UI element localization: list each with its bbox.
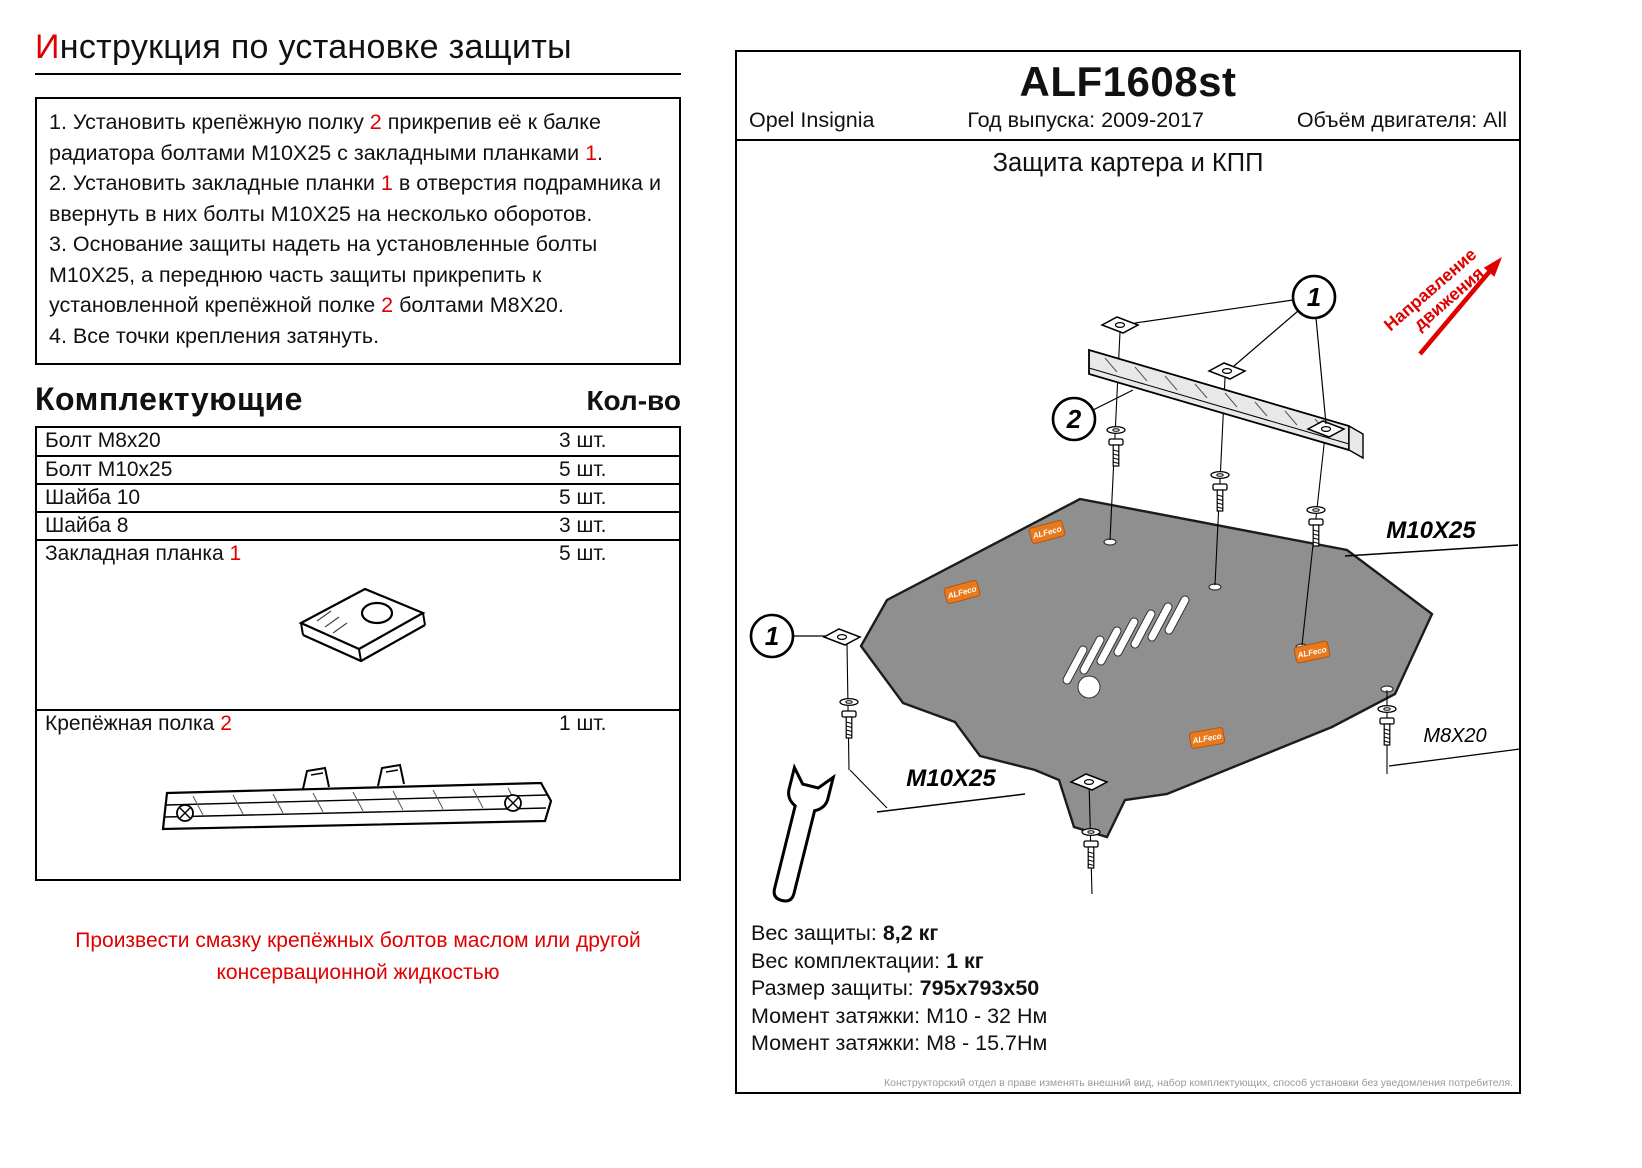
panel-header: ALF1608st Opel Insignia Год выпуска: 200… bbox=[737, 58, 1519, 141]
embed-plate-icon bbox=[823, 628, 861, 646]
brand-tag: ALFeco bbox=[1188, 727, 1226, 749]
components-header-row: Комплектующие Кол-во bbox=[35, 381, 681, 418]
disclaimer-footer: Конструкторский отдел в праве изменять в… bbox=[884, 1077, 1513, 1089]
page-title-first-letter: И bbox=[35, 28, 60, 66]
ref-num: 1 bbox=[585, 140, 598, 165]
mounting-shelf bbox=[1088, 348, 1364, 460]
washer-icon bbox=[1377, 704, 1397, 714]
table-row: Шайба 8 3 шт. bbox=[37, 511, 679, 539]
bolt-icon bbox=[1083, 840, 1099, 869]
table-row: Шайба 10 5 шт. bbox=[37, 483, 679, 511]
bolt-icon bbox=[841, 710, 857, 739]
svg-text:2: 2 bbox=[1066, 404, 1082, 434]
callout-leader-lines bbox=[793, 299, 1327, 637]
drain-hole bbox=[1077, 675, 1101, 699]
instruction-step-2: 2. Установить закладные планки 1 в отвер… bbox=[49, 171, 661, 226]
spec-torque-m8: Момент затяжки:М8 - 15.7Нм bbox=[751, 1031, 1048, 1055]
component-label: Закладная планка 1 bbox=[45, 542, 242, 566]
svg-text:M10X25: M10X25 bbox=[1386, 517, 1476, 544]
spec-torque-m10: Момент затяжки:М10 - 32 Нм bbox=[751, 1003, 1048, 1028]
brand-tag: ALFeco bbox=[943, 580, 981, 604]
svg-text:1: 1 bbox=[765, 621, 779, 651]
ref-num: 1 bbox=[380, 171, 393, 196]
component-qty: 1 шт. bbox=[559, 712, 607, 736]
mounting-shelf-drawing bbox=[37, 741, 679, 847]
product-year: Год выпуска: 2009-2017 bbox=[967, 108, 1204, 132]
product-engine: Объём двигателя: All bbox=[1296, 108, 1507, 132]
ref-num: 2 bbox=[369, 110, 382, 134]
brand-tag: ALFeco bbox=[1028, 520, 1066, 544]
instruction-step-4: 4. Все точки крепления затянуть. bbox=[49, 323, 380, 348]
callout-1-top: 1 bbox=[1291, 274, 1337, 320]
components-table: Болт М8х20 3 шт. Болт М10х25 5 шт. Шайба… bbox=[35, 426, 681, 882]
washer-icon bbox=[1106, 425, 1126, 435]
brand-tag: ALFeco bbox=[1293, 640, 1331, 664]
callout-2: 2 bbox=[1051, 396, 1097, 442]
ref-num: 2 bbox=[220, 712, 232, 736]
installation-instructions: 1. Установить крепёжную полку 2 прикрепи… bbox=[35, 97, 681, 366]
instruction-step-1: 1. Установить крепёжную полку 2 прикрепи… bbox=[49, 110, 604, 165]
component-qty: 5 шт. bbox=[559, 486, 607, 510]
bolt-icon bbox=[1108, 438, 1124, 467]
bolt-icon bbox=[1379, 717, 1395, 746]
title-underline bbox=[35, 73, 681, 75]
component-label: Болт М8х20 bbox=[45, 429, 161, 453]
specs-block: Вес защиты:8,2 кг Вес комплектации:1 кг … bbox=[751, 920, 1047, 1058]
ref-num: 1 bbox=[229, 542, 242, 566]
component-label: Шайба 10 bbox=[45, 486, 141, 510]
embed-plate-icon bbox=[298, 587, 426, 663]
washer-icon bbox=[1210, 470, 1230, 480]
embed-plate-icon bbox=[1208, 362, 1246, 380]
left-column: Инструкция по установке защиты 1. Устано… bbox=[35, 28, 681, 988]
svg-text:М8X20: М8X20 bbox=[1423, 725, 1486, 747]
embed-plate-drawing bbox=[37, 571, 679, 682]
label-m8x20: М8X20 bbox=[1388, 725, 1521, 767]
spec-weight: Вес защиты:8,2 кг bbox=[751, 921, 939, 945]
components-heading: Комплектующие bbox=[35, 381, 303, 418]
diagram-title: Защита картера и КПП bbox=[992, 149, 1264, 177]
direction-arrow: Направление движения bbox=[1380, 244, 1502, 356]
spec-kit-weight: Вес комплектации:1 кг bbox=[751, 948, 984, 973]
table-row: Крепёжная полка 2 1 шт. bbox=[37, 709, 679, 879]
instruction-step-3: 3. Основание защиты надеть на установлен… bbox=[49, 232, 598, 318]
component-label: Шайба 8 bbox=[45, 514, 129, 538]
product-code: ALF1608st bbox=[1019, 58, 1237, 105]
washer-icon bbox=[1081, 827, 1101, 837]
svg-text:M10X25: M10X25 bbox=[906, 765, 996, 792]
component-qty: 5 шт. bbox=[559, 542, 607, 566]
component-qty: 3 шт. bbox=[559, 514, 607, 538]
grease-note: Произвести смазку крепёжных болтов масло… bbox=[75, 929, 641, 984]
spec-size: Размер защиты:795x793x50 bbox=[751, 976, 1040, 1000]
wrench-icon bbox=[772, 763, 836, 903]
table-row: Болт М8х20 3 шт. bbox=[37, 428, 679, 455]
label-m10x25-right: M10X25 bbox=[1344, 517, 1519, 557]
page-title: Инструкция по установке защиты bbox=[35, 28, 681, 67]
table-row: Болт М10х25 5 шт. bbox=[37, 455, 679, 483]
embed-plate-icon bbox=[1101, 316, 1139, 334]
product-panel: ALF1608st Opel Insignia Год выпуска: 200… bbox=[735, 50, 1521, 1094]
component-qty: 3 шт. bbox=[559, 429, 607, 453]
page-title-rest: нструкция по установке защиты bbox=[59, 28, 572, 66]
bolt-icon bbox=[1212, 483, 1228, 512]
product-meta-row: Opel Insignia Год выпуска: 2009-2017 Объ… bbox=[737, 106, 1519, 133]
component-qty: 5 шт. bbox=[559, 458, 607, 482]
table-row: Закладная планка 1 5 шт. bbox=[37, 539, 679, 709]
washer-icon bbox=[1306, 505, 1326, 515]
label-m10x25-left: M10X25 bbox=[876, 765, 1026, 813]
component-label: Крепёжная полка 2 bbox=[45, 712, 232, 736]
component-label: Болт М10х25 bbox=[45, 458, 173, 482]
svg-text:1: 1 bbox=[1307, 282, 1321, 312]
callout-1-left: 1 bbox=[749, 613, 795, 659]
mounting-shelf-icon bbox=[161, 763, 553, 831]
ref-num: 2 bbox=[381, 293, 394, 318]
product-model: Opel Insignia bbox=[749, 108, 875, 132]
vent-slots bbox=[1062, 595, 1190, 699]
washer-icon bbox=[839, 697, 859, 707]
assembly-diagram: ALFeco ALFeco ALFeco ALFeco bbox=[749, 244, 1521, 903]
quantity-heading: Кол-во bbox=[586, 385, 681, 417]
skid-plate bbox=[859, 497, 1434, 839]
